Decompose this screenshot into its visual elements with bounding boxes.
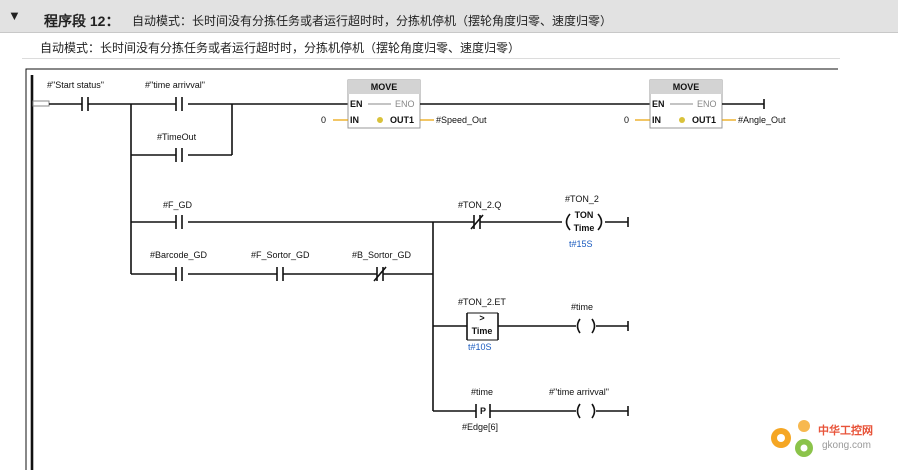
watermark-url: gkong.com [822,440,871,451]
label-edge: #Edge[6] [462,422,498,432]
label-ton2: #TON_2 [565,194,599,204]
watermark-logo: 中华工控网 gkong.com [771,420,873,457]
move2-out: OUT1 [692,115,716,125]
compare-value[interactable]: t#10S [468,342,492,352]
label-f-sortor-gd: #F_Sortor_GD [251,250,310,260]
contact-timeout[interactable] [175,148,183,162]
compare-op: > [479,313,484,323]
watermark-text: 中华工控网 [818,423,873,437]
move2-en: EN [652,99,665,109]
contact-time-arrival[interactable] [175,97,183,111]
gear-logo-icon [771,420,813,457]
rail-marker [32,100,50,107]
move1-out-var[interactable]: #Speed_Out [436,115,487,125]
move1-title: MOVE [371,82,398,92]
network-header[interactable]: ▼ 程序段 12： 自动模式：长时间没有分拣任务或者运行超时时，分拣机停机（摆轮… [0,0,898,33]
network-frame [25,68,838,470]
label-b-sortor-gd: #B_Sortor_GD [352,250,412,260]
contact-f-gd[interactable] [175,215,183,229]
coil-time[interactable] [576,318,596,334]
contact-f-sortor-gd[interactable] [276,267,284,281]
label-time-coil: #time [571,302,593,312]
label-f-gd: #F_GD [163,200,193,210]
move-block-2[interactable]: MOVE EN ENO IN OUT1 [649,79,723,129]
move2-in-value[interactable]: 0 [624,115,629,125]
network-label: 程序段 12： [44,13,120,29]
move2-in: IN [652,115,661,125]
label-start-status: #"Start status" [47,80,104,90]
collapse-triangle-icon[interactable]: ▼ [8,8,21,23]
ton-type-2: Time [574,223,595,233]
contact-start-status[interactable] [81,97,89,111]
move1-in-value[interactable]: 0 [321,115,326,125]
move2-out-var[interactable]: #Angle_Out [738,115,786,125]
gear-icon [377,117,383,123]
move2-title: MOVE [673,82,700,92]
label-time-arrival-coil: #"time arrivval" [549,387,609,397]
label-ton2-et: #TON_2.ET [458,297,506,307]
p-label: P [480,406,486,416]
coil-ton2[interactable]: TON Time [565,210,603,233]
network-comment[interactable]: 自动模式：长时间没有分拣任务或者运行超时时，分拣机停机（摆轮角度归零、速度归零） [22,33,840,59]
label-ton2-q: #TON_2.Q [458,200,501,210]
label-time-arrival: #"time arrivval" [145,80,205,90]
network-title[interactable]: 自动模式：长时间没有分拣任务或者运行超时时，分拣机停机（摆轮角度归零、速度归零） [132,14,613,28]
network-comment-text: 自动模式：长时间没有分拣任务或者运行超时时，分拣机停机（摆轮角度归零、速度归零） [40,41,521,55]
compare-type: Time [472,326,493,336]
move1-in: IN [350,115,359,125]
move1-out: OUT1 [390,115,414,125]
label-timeout: #TimeOut [157,132,197,142]
ton-preset[interactable]: t#15S [569,239,593,249]
coil-time-arrival[interactable] [576,403,596,419]
contact-barcode-gd[interactable] [175,267,183,281]
move1-eno: ENO [395,99,415,109]
move-block-1[interactable]: MOVE EN ENO IN OUT1 [347,79,421,129]
contact-p-edge[interactable]: P [475,404,491,418]
move2-eno: ENO [697,99,717,109]
label-barcode-gd: #Barcode_GD [150,250,208,260]
gear-icon [679,117,685,123]
move1-en: EN [350,99,363,109]
compare-box[interactable]: > Time [466,312,499,341]
ton-type-1: TON [575,210,594,220]
label-time-contact: #time [471,387,493,397]
